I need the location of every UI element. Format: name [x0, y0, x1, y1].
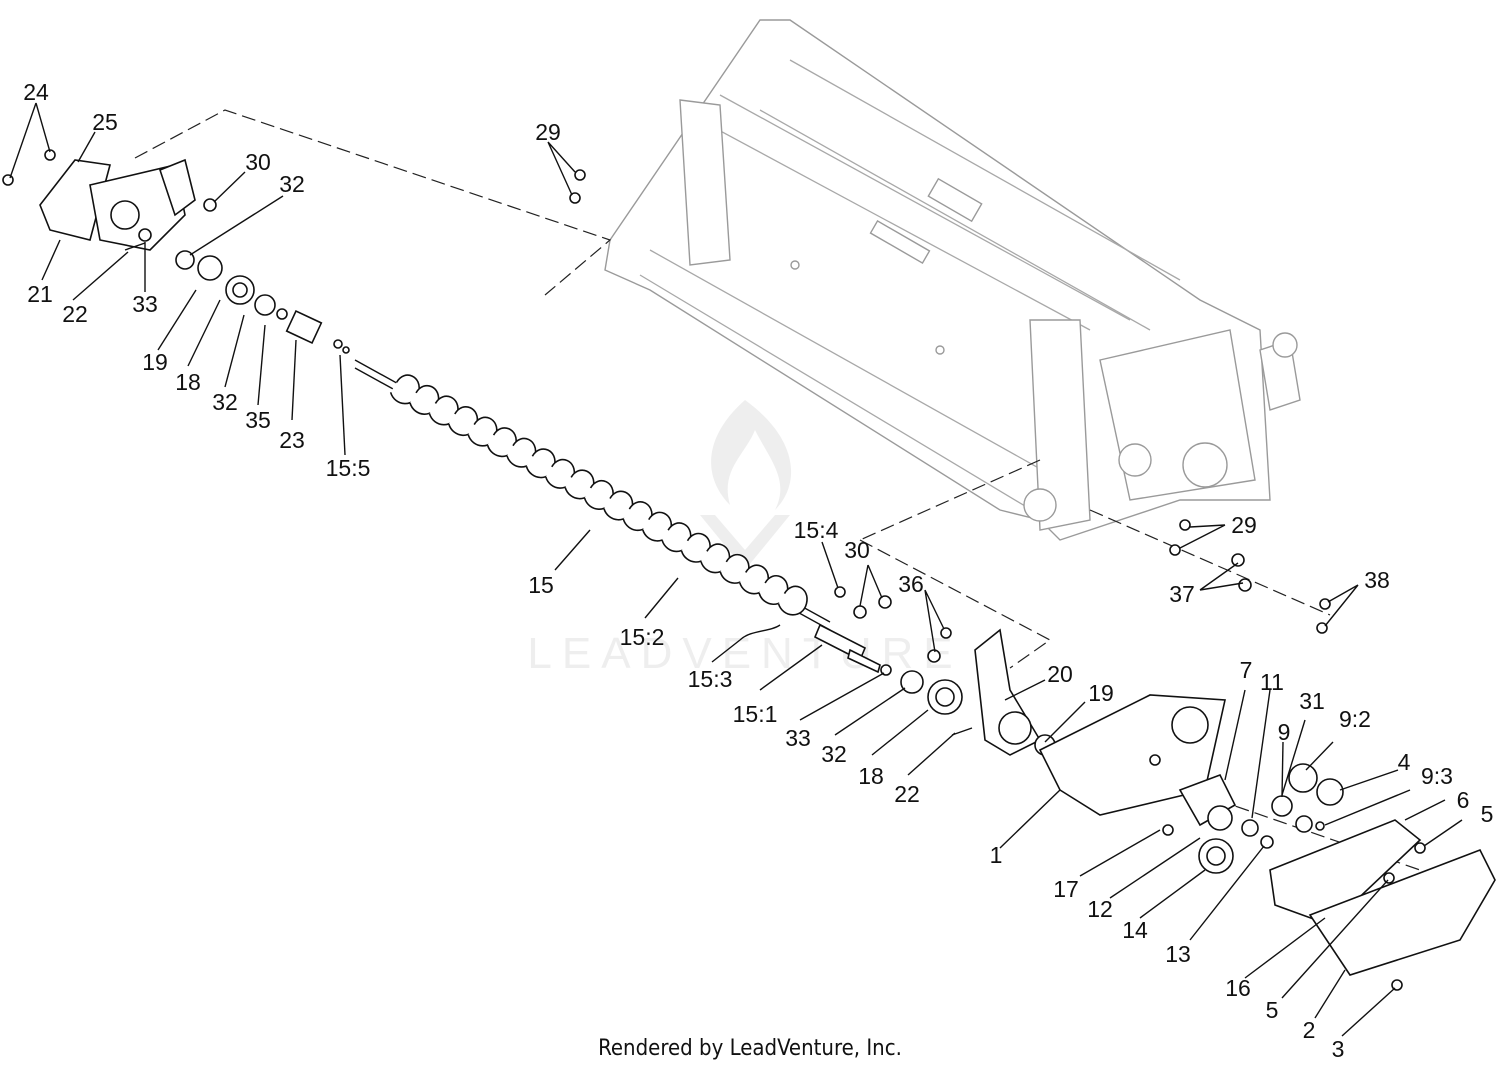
- callout-9: 9: [1278, 719, 1291, 745]
- callout-6: 6: [1457, 787, 1470, 813]
- callout-32: 32: [821, 741, 847, 767]
- callout-12: 12: [1087, 896, 1113, 922]
- callout-17: 17: [1053, 876, 1079, 902]
- callout-labels: 24 25 30 32 21 22 33 19 18 32 35 23 15:5…: [23, 79, 1493, 1062]
- callout-14: 14: [1122, 917, 1148, 943]
- callout-5: 5: [1481, 801, 1494, 827]
- callout-15-1: 15:1: [733, 701, 778, 727]
- callout-11: 11: [1260, 669, 1284, 695]
- callout-13: 13: [1165, 941, 1191, 967]
- callout-33: 33: [785, 725, 811, 751]
- auger-flight: [777, 585, 808, 616]
- leader-lines: [9, 102, 1463, 1037]
- callout-32: 32: [279, 171, 305, 197]
- auger-shaft: [354, 359, 831, 631]
- callout-22: 22: [894, 781, 920, 807]
- callout-9-3: 9:3: [1421, 763, 1453, 789]
- callout-19: 19: [142, 349, 168, 375]
- callout-7: 7: [1240, 657, 1253, 683]
- callout-19: 19: [1088, 680, 1114, 706]
- reel-frame-assembly: [604, 19, 1301, 541]
- callout-25: 25: [92, 109, 118, 135]
- callout-15: 15: [528, 572, 554, 598]
- callout-29: 29: [535, 119, 561, 145]
- callout-23: 23: [279, 427, 305, 453]
- callout-15-5: 15:5: [326, 455, 371, 481]
- callout-30: 30: [245, 149, 271, 175]
- footer-credit: Rendered by LeadVenture, Inc.: [598, 1036, 902, 1061]
- callout-5: 5: [1266, 997, 1279, 1023]
- callout-15-4: 15:4: [794, 517, 839, 543]
- callout-29: 29: [1231, 512, 1257, 538]
- callout-2: 2: [1303, 1017, 1316, 1043]
- left-end-parts: [2, 149, 350, 354]
- callout-16: 16: [1225, 975, 1251, 1001]
- callout-15-2: 15:2: [620, 624, 665, 650]
- callout-32: 32: [212, 389, 238, 415]
- callout-20: 20: [1047, 661, 1073, 687]
- callout-30: 30: [844, 537, 870, 563]
- callout-38: 38: [1364, 567, 1390, 593]
- callout-3: 3: [1332, 1036, 1345, 1062]
- callout-18: 18: [175, 369, 201, 395]
- callout-24: 24: [23, 79, 49, 105]
- callout-4: 4: [1398, 749, 1411, 775]
- callout-21: 21: [27, 281, 53, 307]
- callout-9-2: 9:2: [1339, 706, 1371, 732]
- right-end-parts: [569, 169, 1496, 991]
- callout-35: 35: [245, 407, 271, 433]
- callout-1: 1: [990, 842, 1003, 868]
- callout-15-3: 15:3: [688, 666, 733, 692]
- callout-18: 18: [858, 763, 884, 789]
- callout-33: 33: [132, 291, 158, 317]
- callout-36: 36: [898, 571, 924, 597]
- callout-37: 37: [1169, 581, 1195, 607]
- callout-31: 31: [1299, 688, 1325, 714]
- callout-22: 22: [62, 301, 88, 327]
